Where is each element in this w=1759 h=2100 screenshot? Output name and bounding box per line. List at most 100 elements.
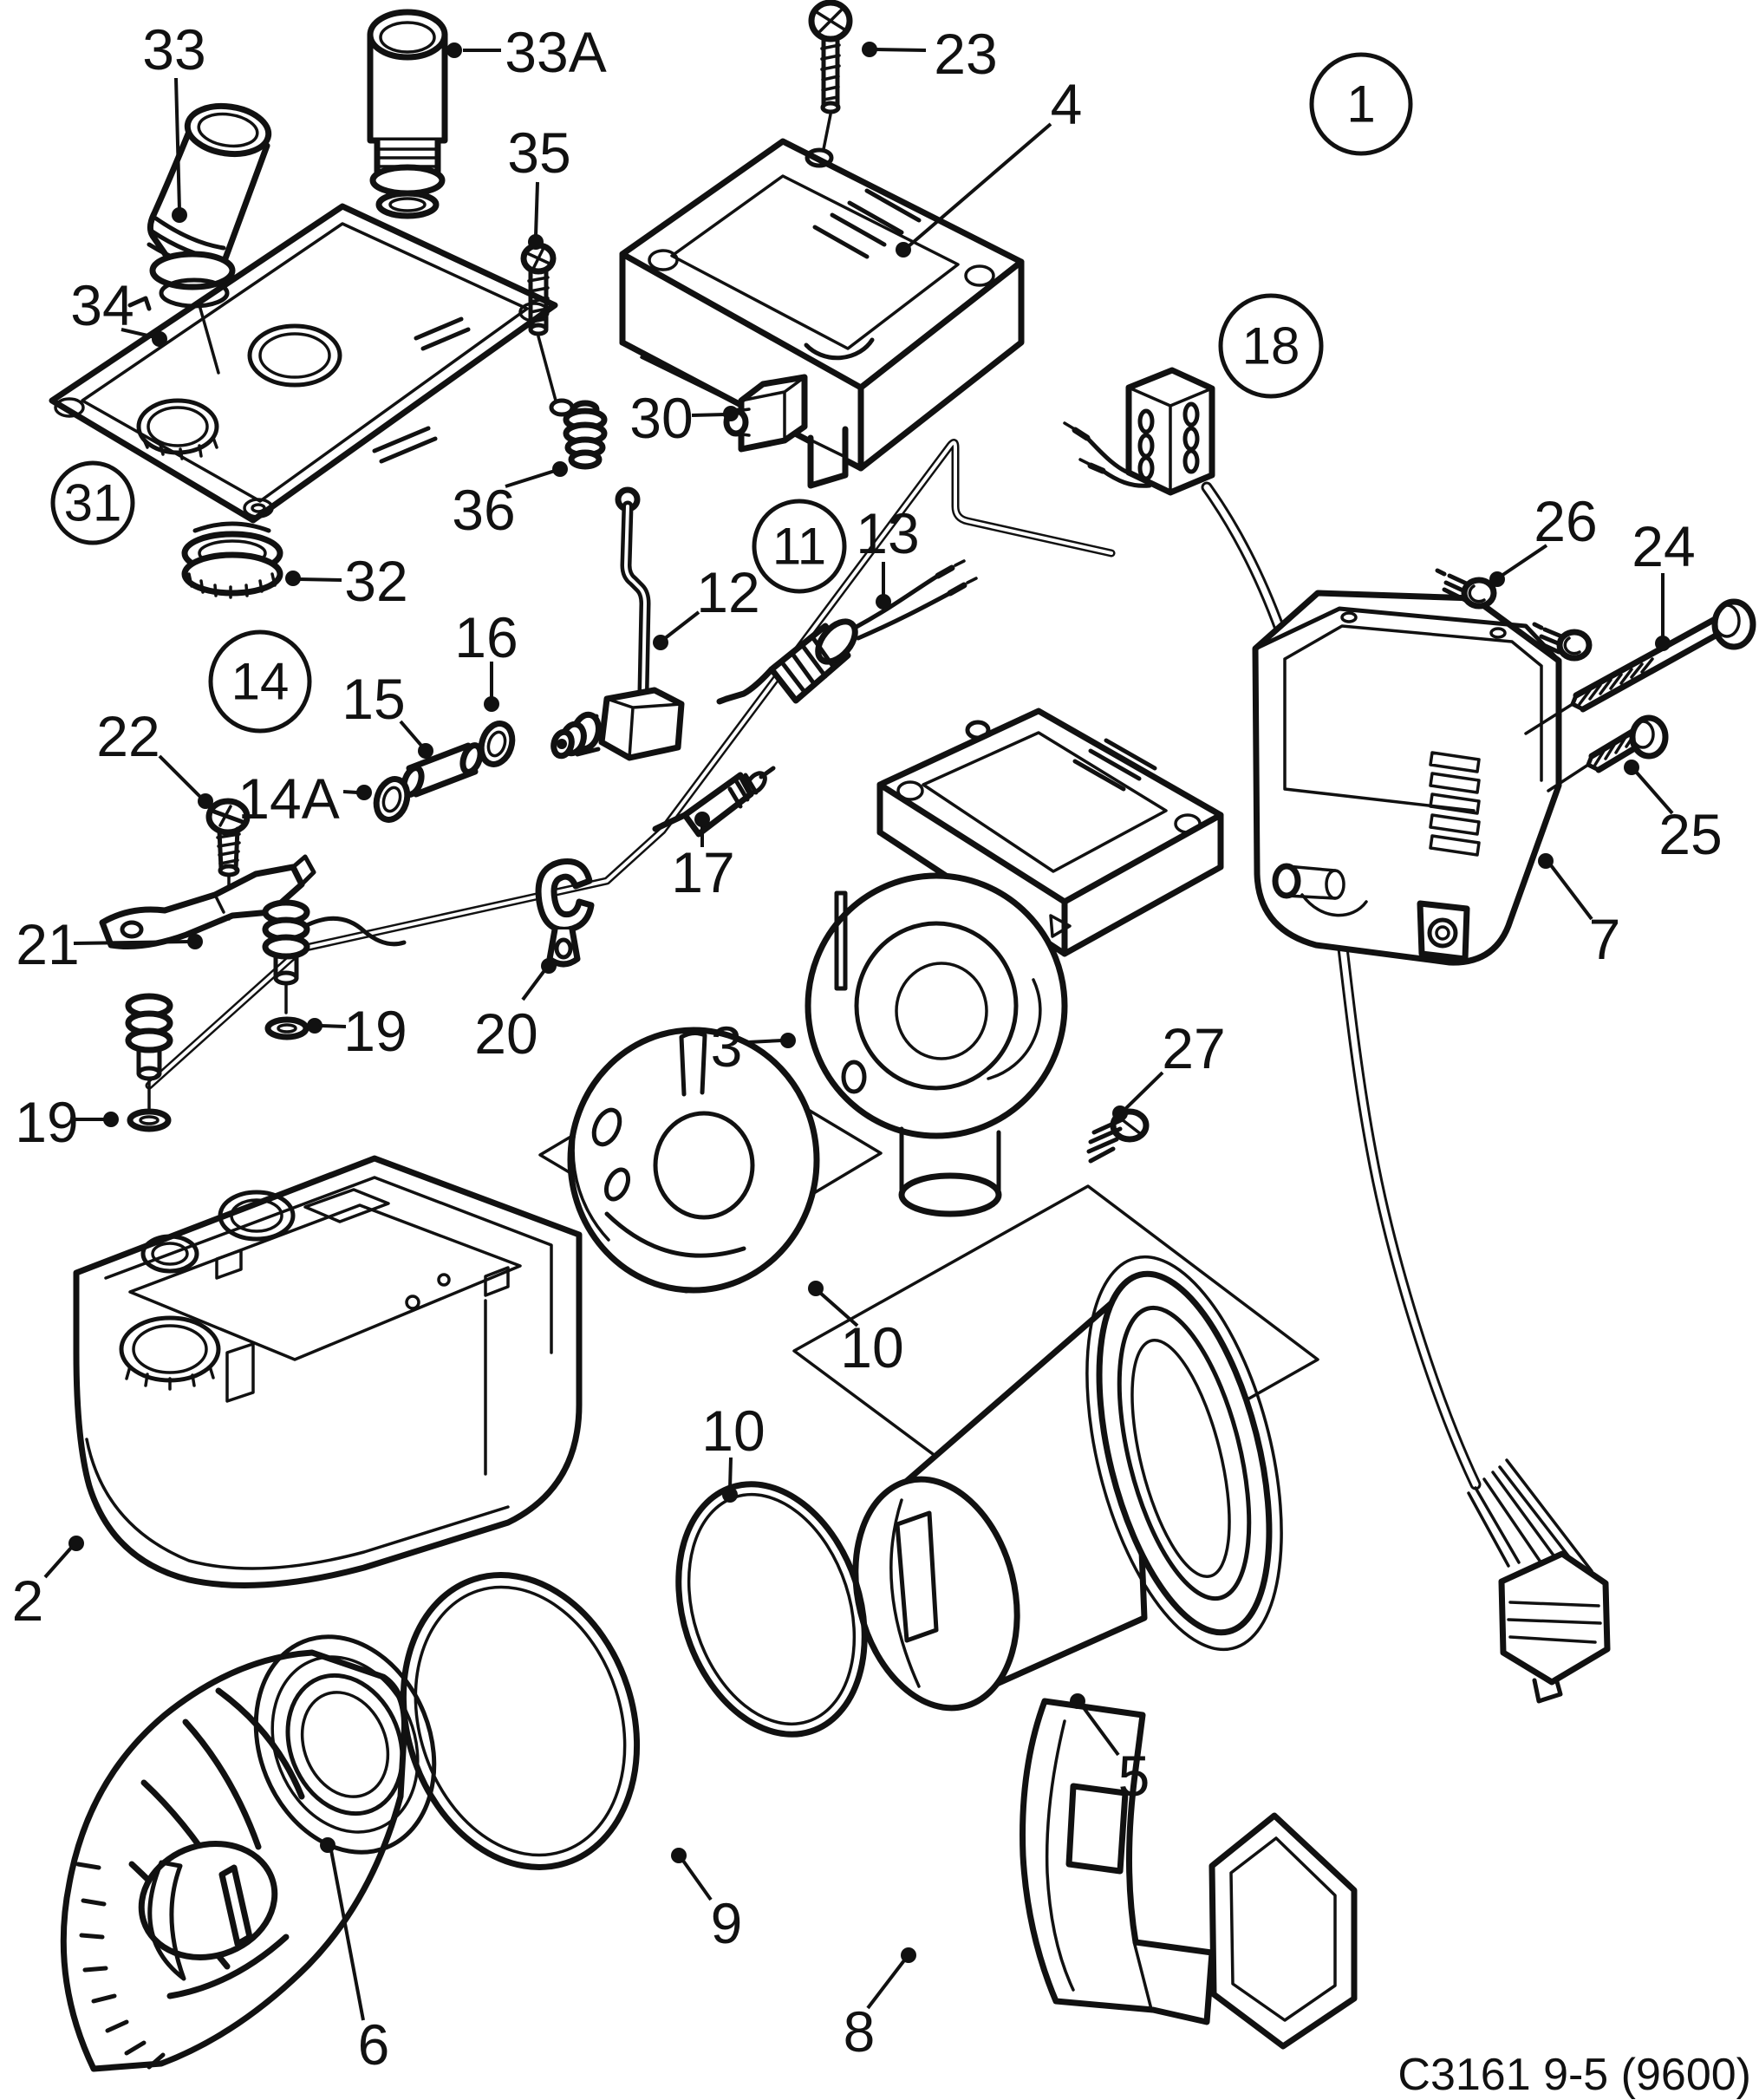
callout-label: 36: [452, 478, 515, 542]
callout-4: 4: [896, 72, 1082, 258]
callout-leader-line: [43, 1545, 74, 1579]
callout-dot: [1489, 571, 1505, 587]
callout-label: 19: [343, 999, 407, 1063]
callout-dot: [68, 1536, 84, 1551]
figure-code: C3161 9-5 (9600): [1397, 2050, 1751, 2100]
callout-leader-line: [1549, 864, 1593, 921]
callout-label: 22: [96, 704, 160, 768]
callout-23: 23: [862, 22, 998, 86]
callout-leader-line: [399, 720, 424, 748]
part-6-fan-impeller: [60, 1634, 437, 2072]
part-24-bolt: [1524, 598, 1756, 735]
callout-leader-line: [1080, 1704, 1120, 1757]
part-19-nipple-lower: [125, 993, 173, 1132]
callout-27: 27: [1112, 1016, 1226, 1121]
callout-2: 2: [12, 1536, 84, 1633]
callout-leader-line: [158, 754, 203, 799]
callout-label: 4: [1051, 72, 1083, 136]
callout-dot: [1655, 636, 1671, 651]
part-10-gasket-plate: [567, 1027, 820, 1294]
callout-10: 10: [808, 1281, 904, 1379]
callout-33A: 33A: [446, 20, 607, 84]
callout-leader-line: [329, 1849, 365, 2021]
callout-6: 6: [320, 1837, 389, 2077]
callout-label: 13: [856, 501, 919, 565]
part-20-clamp: [535, 858, 595, 968]
callout-leader-line: [521, 968, 547, 1001]
callout-ref-circle: [752, 499, 847, 594]
callout-dot: [103, 1112, 119, 1127]
part-19-nipple-upper: [262, 899, 310, 1040]
callout-dot: [446, 42, 462, 58]
callout-dot: [285, 571, 301, 586]
callout-13: 13: [856, 501, 920, 610]
part-11-fuel-line: [145, 439, 1116, 1090]
callout-dot: [694, 812, 710, 827]
callout-label: 15: [342, 667, 405, 731]
callout-label: 8: [844, 1999, 876, 2064]
callout-19: 19: [15, 1090, 119, 1154]
callout-leader-line: [907, 122, 1052, 248]
callout-leader-line: [1123, 1071, 1164, 1112]
callout-leader-line: [1500, 544, 1548, 577]
callout-leader-line: [818, 1291, 859, 1327]
callout-dot: [152, 331, 167, 347]
callout-dot: [671, 1848, 687, 1863]
callout-dot: [1070, 1693, 1085, 1709]
callout-label: 33A: [505, 20, 606, 84]
callout-dot: [172, 207, 187, 223]
callout-label: 17: [671, 840, 734, 904]
callout-ref-circle: [50, 460, 135, 545]
callout-leader-line: [747, 1039, 783, 1044]
callout-18: 18: [1218, 293, 1324, 399]
callout-33: 33: [142, 17, 206, 223]
callout-ref-circle: [1218, 293, 1324, 399]
callout-label: 24: [1632, 514, 1695, 578]
callout-dot: [541, 958, 557, 974]
callout-26: 26: [1489, 489, 1598, 587]
callout-10: 10: [701, 1399, 765, 1503]
callout-dot: [808, 1281, 824, 1296]
callout-25: 25: [1624, 760, 1723, 866]
callout-label: 5: [1118, 1744, 1150, 1808]
callout-label: 19: [15, 1090, 78, 1154]
callout-30: 30: [629, 386, 739, 450]
callout-label: 10: [701, 1399, 765, 1463]
callout-label: 10: [840, 1315, 903, 1379]
callout-21: 21: [16, 912, 203, 976]
part-21-retainer-bracket: [99, 854, 316, 949]
callout-11: 11: [752, 499, 847, 594]
callout-leader-line: [1634, 770, 1674, 815]
callout-17: 17: [671, 812, 735, 904]
callout-ref-circle: [208, 629, 312, 734]
callout-7: 7: [1538, 853, 1620, 971]
callout-leader-line: [691, 413, 726, 417]
callout-dot: [198, 793, 213, 809]
callout-dot: [876, 594, 891, 610]
part-25-bolt: [1547, 714, 1669, 792]
part-12-fuel-pipe: [551, 486, 685, 761]
callout-label: 25: [1658, 802, 1722, 866]
part-18-connector: [1063, 367, 1215, 496]
callout-leader-line: [866, 1959, 906, 2010]
part-17-glow-pin: [652, 766, 776, 838]
callout-label: 21: [16, 912, 79, 976]
part-34-cover-plate: [49, 203, 558, 524]
callout-leader-line: [875, 48, 927, 52]
callout-leader-line: [534, 181, 539, 237]
callout-36: 36: [452, 461, 568, 542]
callout-dot: [722, 1487, 738, 1503]
part-8-bracket-covers: [1020, 1698, 1358, 2050]
callout-label: 9: [711, 1891, 743, 1955]
part-15-sleeve: [401, 742, 484, 798]
callout-leader-line: [174, 77, 181, 211]
callout-22: 22: [96, 704, 213, 809]
callout-ref-circle: [1309, 52, 1413, 156]
callout-dot: [418, 743, 433, 759]
part-30-grommet-block: [723, 374, 808, 453]
callout-leader-line: [728, 1457, 733, 1490]
callout-34: 34: [70, 273, 167, 347]
callout-leader-line: [320, 1024, 347, 1028]
